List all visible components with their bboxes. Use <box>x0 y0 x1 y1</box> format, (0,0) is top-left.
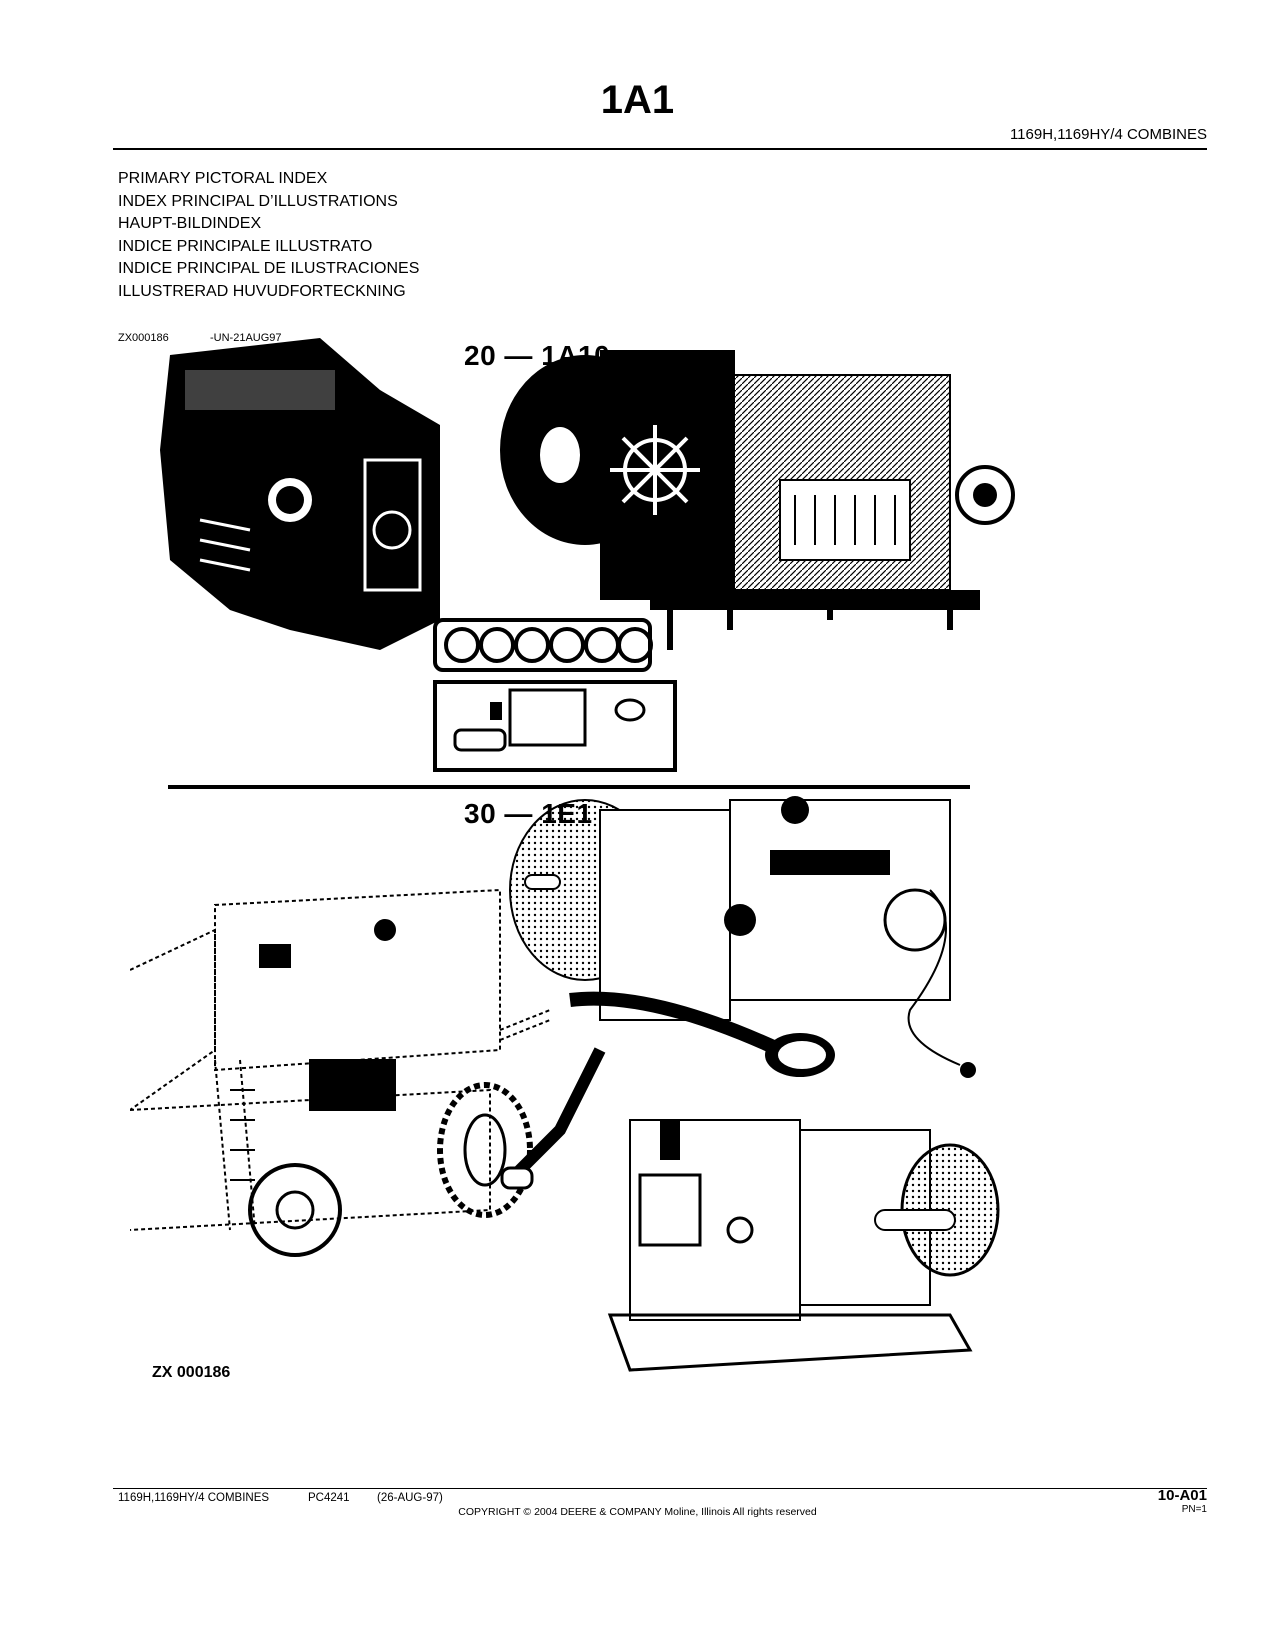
callout-bottom: 30 — 1E1 <box>464 798 593 829</box>
engine-block-illustration <box>160 338 440 650</box>
image-ref-code: ZX000186 <box>118 332 169 344</box>
callout-top: 20 — 1A10 <box>464 340 610 371</box>
footer-page-number: 10-A01 <box>1157 1487 1207 1504</box>
gasket-set-illustration <box>433 618 677 772</box>
combine-harvester-illustration <box>130 888 551 1257</box>
index-title-es: INDICE PRINCIPAL DE ILUSTRACIONES <box>118 260 420 277</box>
footer-pn: PN=1 <box>1181 1504 1207 1515</box>
header-rule <box>113 148 1207 150</box>
exhaust-and-engine-bottom-illustration <box>500 991 1000 1372</box>
index-title-it: INDICE PRINCIPALE ILLUSTRATO <box>118 237 373 255</box>
footer-rule <box>113 1488 1207 1489</box>
figure-id-label: ZX 000186 <box>152 1364 230 1381</box>
footer-copyright: COPYRIGHT © 2004 DEERE & COMPANY Moline,… <box>458 1506 817 1518</box>
index-title-fr: INDEX PRINCIPAL D’ILLUSTRATIONS <box>118 192 398 210</box>
engine-assembly-top-illustration <box>500 350 1015 650</box>
index-title-de: HAUPT-BILDINDEX <box>118 215 262 232</box>
parts-illustration: 20 — 1A10 30 — 1E1 ZX 000186 <box>130 338 1015 1381</box>
header-model-subtitle: 1169H,1169HY/4 COMBINES <box>1009 126 1207 143</box>
footer-catalog: PC4241 <box>308 1492 350 1504</box>
index-title-sv: ILLUSTRERAD HUVUDFORTECKNING <box>118 282 406 300</box>
image-ref-date: -UN-21AUG97 <box>210 332 282 344</box>
engine-assembly-lower-illustration <box>509 796 976 1078</box>
page-title: 1A1 <box>600 78 675 122</box>
index-title-list: PRIMARY PICTORAL INDEX INDEX PRINCIPAL D… <box>118 168 419 303</box>
index-title-en: PRIMARY PICTORAL INDEX <box>118 170 328 187</box>
footer-date: (26-AUG-97) <box>377 1492 443 1504</box>
footer-model: 1169H,1169HY/4 COMBINES <box>118 1492 270 1504</box>
